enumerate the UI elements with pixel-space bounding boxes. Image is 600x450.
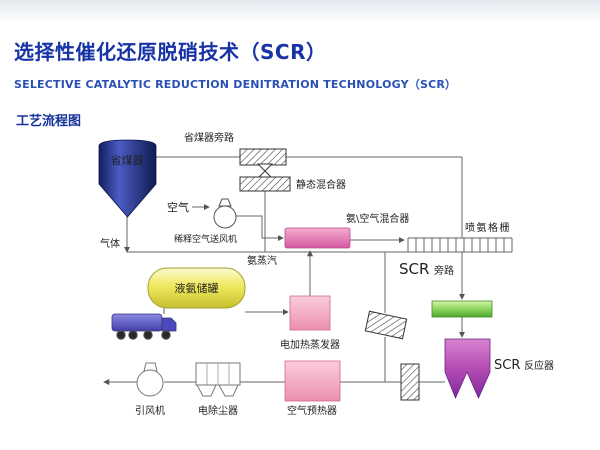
economizer-bypass-label: 省煤器旁路 [184,131,234,144]
ammonia-air-mixer-shape [284,227,351,249]
scr-reactor-shape [444,338,491,400]
economizer-shape [98,139,157,218]
economizer-label: 省煤器 [111,154,144,167]
dilution-fan-outlet [218,198,232,207]
ammonia-air-mixer-label: 氨\空气混合器 [346,212,409,225]
electric-evaporator-label: 电加热蒸发器 [280,338,340,351]
ammonia-injection-grid-shape [407,237,513,253]
air-preheater-label: 空气预热器 [287,404,337,417]
air-preheater-shape [284,360,341,402]
static-mixer-label: 静态混合器 [296,178,346,191]
liquid-ammonia-tank-shape [147,267,246,309]
ammonia-injection-grid-label: 喷氨格栅 [465,221,511,234]
dilution-air-fan-label: 稀释空气送风机 [174,233,237,245]
static-mixer-shape [239,176,291,192]
scr-reactor-abbr-label: SCR [494,358,520,373]
id-fan-icon [136,362,164,397]
esp-shape [195,362,241,397]
fan-to-mixer-line [236,215,284,242]
scr-catalyst-layer-shape [431,300,493,318]
tanker-truck-icon [111,313,177,340]
electric-evaporator-shape [289,295,331,331]
reactor-outlet-damper [400,363,420,401]
esp-label: 电除尘器 [198,404,238,417]
liquid-ammonia-tank-label: 液氨储罐 [175,281,219,295]
top-gradient-band [0,0,600,24]
dilution-fan-icon [213,205,237,229]
page-title: 选择性催化还原脱硝技术（SCR） [14,40,327,64]
butterfly-valve-icon [256,163,274,179]
economizer-bypass-damper [239,148,287,166]
page-subtitle-english: SELECTIVE CATALYTIC REDUCTION DENITRATIO… [14,78,457,91]
ammonia-vapor-label: 氨蒸汽 [247,254,277,267]
scr-reactor-label: 反应器 [524,359,554,372]
scr-bypass-abbr-label: SCR [399,260,429,278]
id-fan-label: 引风机 [135,404,165,417]
flue-gas-label: 气体 [100,237,120,250]
section-label-process-flow: 工艺流程图 [16,114,82,129]
scr-bypass-damper [364,310,408,340]
scr-bypass-label: 旁路 [434,264,454,277]
air-label: 空气 [167,200,189,214]
